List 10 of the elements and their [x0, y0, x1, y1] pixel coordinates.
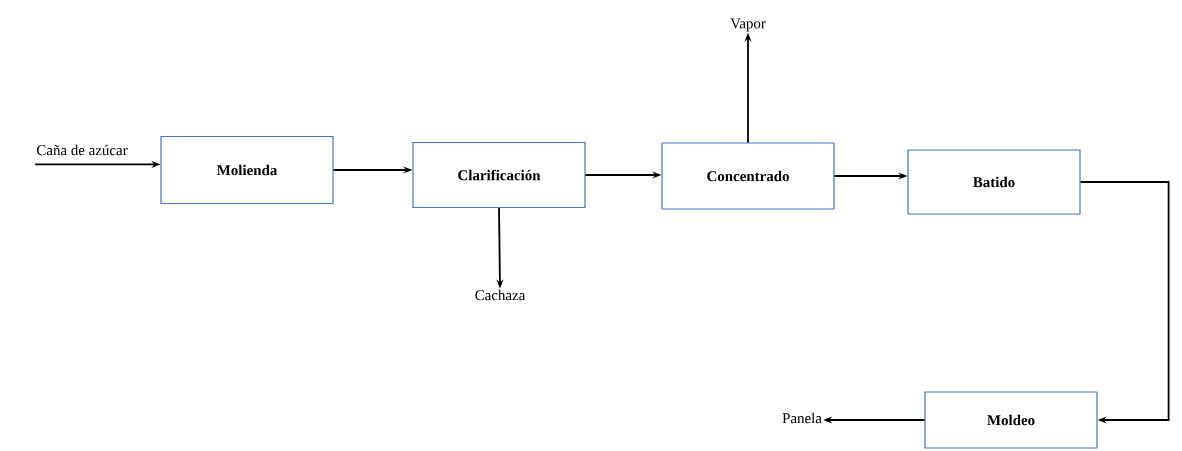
process-box: Concentrado	[661, 142, 835, 210]
stream-label: Panela	[782, 412, 822, 424]
stream-label: Cachaza	[475, 289, 526, 301]
arrow	[1079, 181, 1170, 424]
process-box: Moldeo	[924, 391, 1098, 449]
stream-label: Vapor	[730, 18, 766, 32]
process-box: Molienda	[160, 135, 334, 205]
process-box: Clarificación	[412, 141, 586, 209]
stream-label: Caña de azúcar	[37, 144, 128, 156]
process-box: Batido	[907, 149, 1081, 215]
